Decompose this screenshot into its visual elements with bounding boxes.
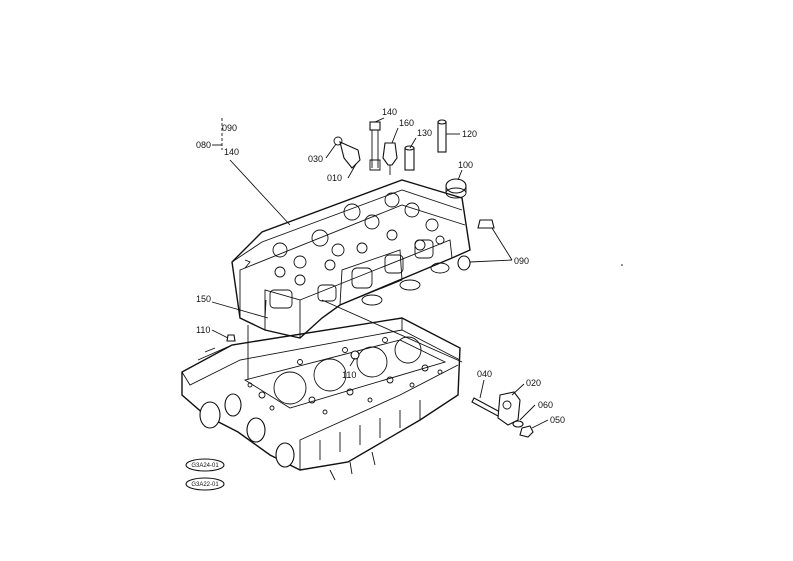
- callout-labels: 090 080 140 140 160 130 120 030 010 100 …: [196, 107, 565, 425]
- callout-150: 150: [196, 294, 211, 304]
- callout-120: 120: [462, 129, 477, 139]
- engine-block: [181, 317, 461, 481]
- callout-050: 050: [550, 415, 565, 425]
- callout-140: 140: [382, 107, 397, 117]
- callout-160: 160: [399, 118, 414, 128]
- stamp-label-2: G3A22-01: [191, 482, 219, 488]
- stamp-oval-1: [185, 458, 225, 472]
- callout-080: 080: [196, 140, 211, 150]
- cylinder-head: [231, 179, 471, 339]
- callout-010: 010: [327, 173, 342, 183]
- leader-lines: [211, 117, 549, 429]
- stamp-label-1: G3A24-01: [191, 463, 219, 469]
- callout-110-center: 110: [342, 370, 356, 380]
- reference-stamps: G3A24-01 G3A22-01: [185, 458, 225, 491]
- callout-140-left: 140: [224, 147, 239, 157]
- callout-040: 040: [477, 369, 492, 379]
- callout-060: 060: [538, 400, 553, 410]
- callout-130: 130: [417, 128, 432, 138]
- stamp-oval-2: [185, 477, 225, 491]
- callout-110-left: 110: [196, 325, 210, 335]
- speck: [621, 264, 623, 266]
- callout-090-right: 090: [514, 256, 529, 266]
- callout-090-top: 090: [222, 123, 237, 133]
- callout-020: 020: [526, 378, 541, 388]
- parts-small: [226, 119, 534, 438]
- callout-100: 100: [458, 160, 473, 170]
- callout-030: 030: [308, 154, 323, 164]
